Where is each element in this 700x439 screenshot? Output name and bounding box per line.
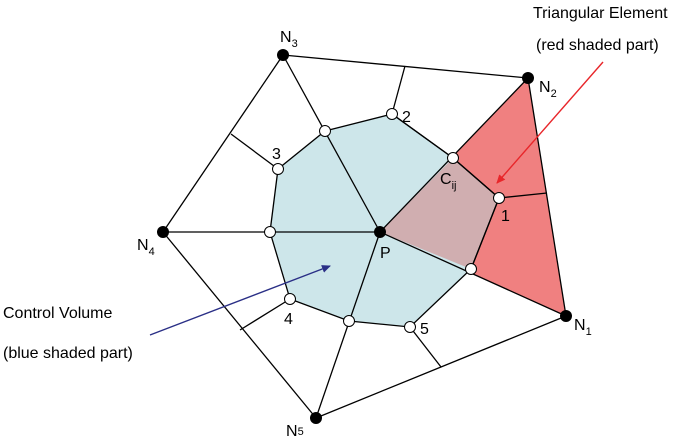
dual-points — [264, 108, 505, 333]
label-n3: N3 — [280, 29, 298, 50]
label-n4-sub: 4 — [149, 246, 155, 258]
dual-3-a — [230, 133, 279, 170]
point-m-p-n5 — [343, 315, 355, 327]
spoke-p-n3 — [282, 54, 381, 233]
label-n2-sub: 2 — [551, 88, 557, 100]
dual-2-b — [391, 113, 454, 159]
point-number-4: 4 — [284, 311, 293, 328]
dual-edges — [230, 65, 548, 368]
label-n2: N2 — [539, 79, 557, 100]
point-cij — [447, 152, 459, 164]
point-c2 — [386, 108, 398, 120]
label-n3-sub: 3 — [292, 38, 298, 50]
point-number-5: 5 — [420, 321, 429, 338]
point-c4 — [284, 293, 296, 305]
label-n5-main: N — [286, 423, 298, 439]
dual-4-a — [239, 298, 291, 331]
label-cij-sub: ij — [452, 180, 457, 192]
triangle-annotation-title: Triangular Element — [533, 5, 668, 22]
point-m-p-n3 — [319, 125, 331, 137]
dual-1-c — [470, 197, 500, 270]
label-n5-sub: 5 — [298, 426, 304, 438]
point-number-2: 2 — [402, 109, 411, 126]
mesh-nodes — [157, 49, 572, 424]
blue-arrow — [149, 265, 331, 336]
point-c3 — [272, 163, 284, 175]
label-cij: Cij — [440, 171, 456, 192]
control-annotation-title: Control Volume — [3, 305, 112, 322]
node-n4 — [157, 226, 169, 238]
label-n4: N4 — [137, 237, 155, 258]
dual-2-a — [391, 65, 406, 115]
edge-n1-n2 — [527, 77, 567, 317]
point-m-p-n4 — [264, 226, 276, 238]
label-p: P — [380, 245, 391, 262]
point-c1 — [493, 192, 505, 204]
label-n5: N5 — [286, 423, 304, 439]
point-c5 — [404, 321, 416, 333]
edge-n4-n5 — [162, 231, 317, 419]
dual-5-a — [409, 326, 442, 368]
overlap-region — [380, 158, 499, 269]
label-n3-main: N — [280, 29, 292, 46]
label-n1: N1 — [574, 317, 592, 338]
control-annotation-note: (blue shaded part) — [3, 345, 133, 362]
edge-n3-n4 — [162, 54, 284, 233]
point-m-p-n1 — [465, 263, 477, 275]
dual-1-a — [498, 192, 548, 199]
node-p — [374, 226, 386, 238]
label-n1-main: N — [574, 317, 586, 334]
label-n1-sub: 1 — [586, 326, 592, 338]
red-arrow — [496, 61, 604, 184]
point-number-1: 1 — [501, 208, 510, 225]
node-n5 — [310, 412, 322, 424]
node-n3 — [277, 49, 289, 61]
label-n2-main: N — [539, 79, 551, 96]
triangle-annotation-note: (red shaded part) — [536, 37, 659, 54]
dual-1-b — [452, 157, 500, 199]
node-n1 — [560, 310, 572, 322]
node-n2 — [522, 72, 534, 84]
label-cij-main: C — [440, 171, 452, 188]
label-n4-main: N — [137, 237, 149, 254]
point-number-3: 3 — [272, 146, 281, 163]
